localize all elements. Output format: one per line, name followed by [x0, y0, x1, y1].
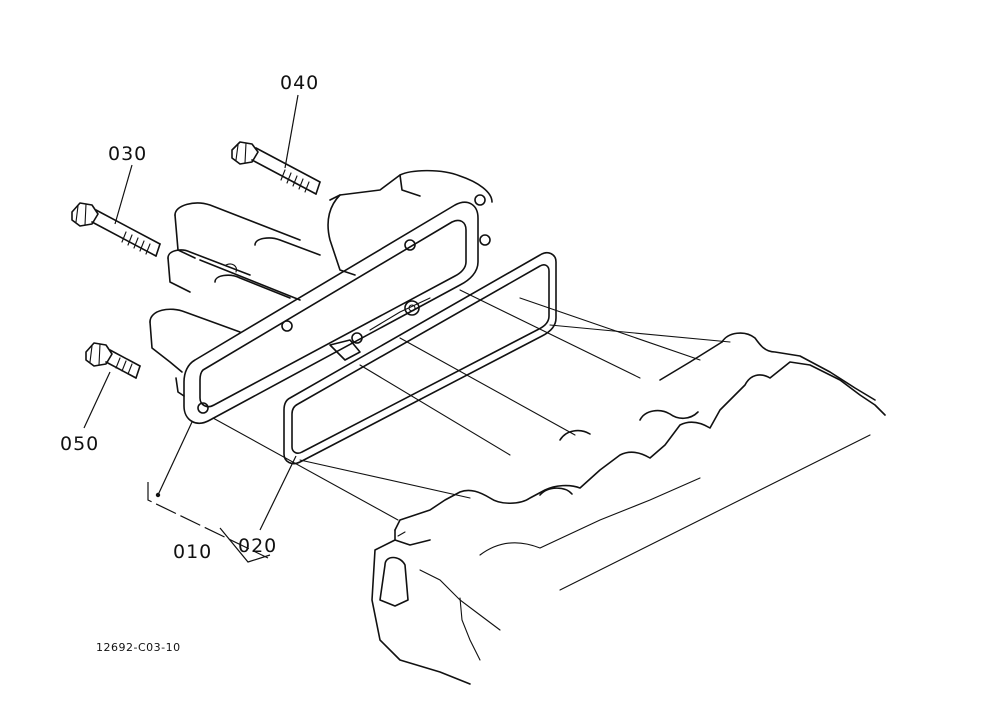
part-label-010: 010: [173, 541, 212, 563]
intake-manifold-010: [149, 169, 493, 424]
cylinder-head-outline: [371, 332, 886, 685]
alignment-lines: [212, 289, 731, 521]
part-label-050: 050: [60, 433, 99, 455]
part-label-030: 030: [108, 143, 147, 165]
leader-lines: [83, 94, 299, 563]
bolt-030: [71, 202, 161, 257]
part-label-040: 040: [280, 72, 319, 94]
drawing-code: 12692-C03-10: [96, 641, 181, 654]
bolt-050: [85, 342, 141, 379]
gasket-020: [283, 252, 557, 465]
part-label-020: 020: [238, 535, 277, 557]
bolt-040: [231, 141, 321, 195]
